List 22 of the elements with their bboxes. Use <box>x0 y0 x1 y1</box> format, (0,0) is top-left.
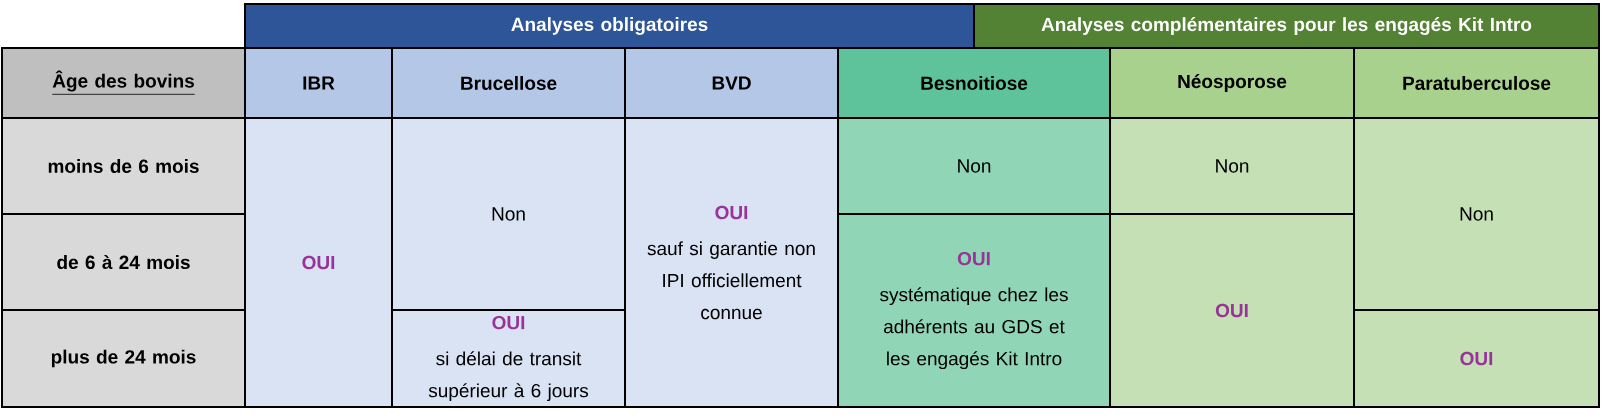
table-cell: Non <box>837 117 1111 215</box>
header-cell: Analyses complémentaires pour les engagés Kit Intro <box>973 3 1600 49</box>
table-cell: Paratuberculose <box>1353 47 1600 119</box>
table-cell: OUI sauf si garantie non IPI officiellement connue <box>624 117 839 408</box>
table-cell: moins de 6 mois <box>1 117 246 215</box>
header-cell: Analyses obligatoires <box>244 3 975 49</box>
table-cell: OUI si délai de transit supérieur à 6 jours <box>391 309 626 408</box>
table-cell: plus de 24 mois <box>1 309 246 408</box>
table-cell: Brucellose <box>391 47 626 119</box>
table-cell: BVD <box>624 47 839 119</box>
table-cell: OUI <box>1353 309 1600 408</box>
table-cell: Néosporose <box>1109 47 1355 119</box>
table-cell: Non <box>1353 117 1600 311</box>
table-cell: OUI systématique chez les adhérents au GDS et les engagés Kit Intro <box>837 213 1111 408</box>
table-cell: de 6 à 24 mois <box>1 213 246 311</box>
table-cell: IBR <box>244 47 393 119</box>
table-cell: OUI <box>1109 213 1355 408</box>
table-cell: Non <box>391 117 626 311</box>
table-cell: OUI <box>244 117 393 408</box>
table-cell: Âge des bovins <box>1 47 246 119</box>
table-cell: Besnoitiose <box>837 47 1111 119</box>
table-cell: Non <box>1109 117 1355 215</box>
